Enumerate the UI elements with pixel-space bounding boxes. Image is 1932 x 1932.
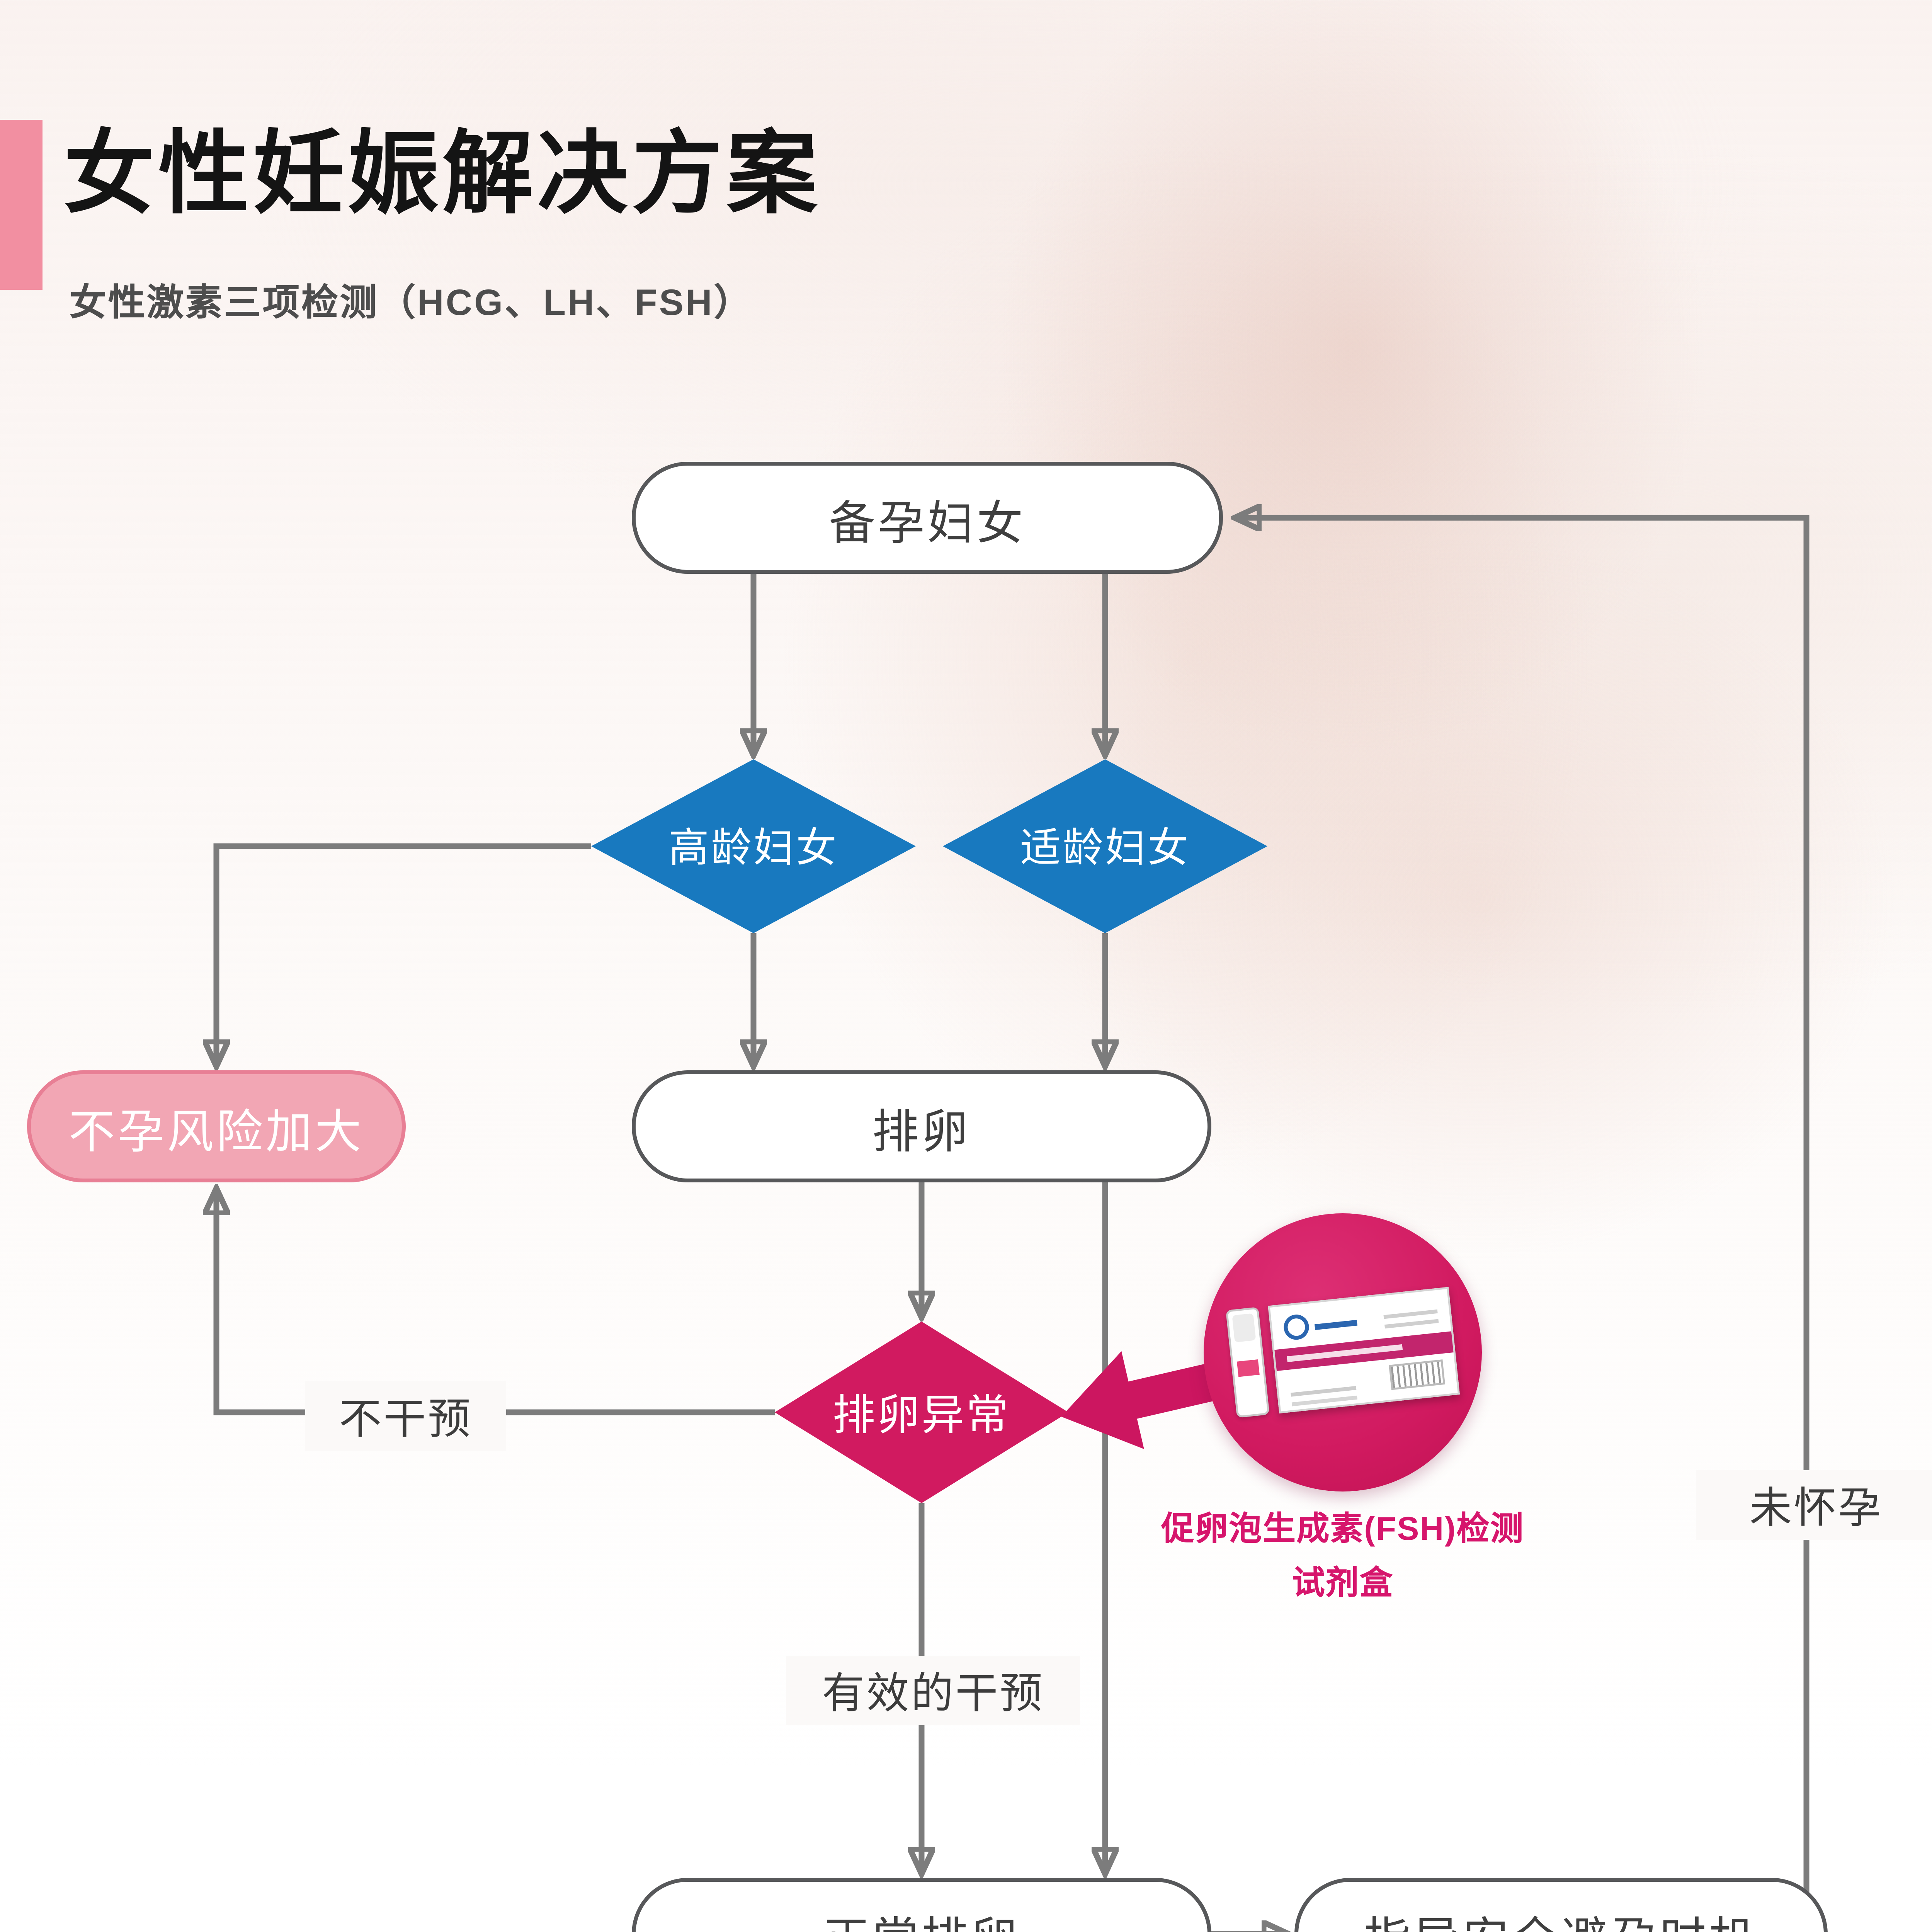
label-effective-intervention: 有效的干预 <box>786 1656 1080 1725</box>
node-guide-contraception: 指导安全避孕时机 <box>1294 1878 1828 1932</box>
fsh-label-line1: 促卵泡生成素(FSH)检测 <box>1161 1511 1524 1548</box>
fsh-kit-graphic <box>1225 1287 1460 1418</box>
box-footnote-lines <box>1291 1386 1357 1397</box>
page-title: 女性妊娠解决方案 <box>64 122 821 224</box>
fsh-product-label: 促卵泡生成素(FSH)检测 试剂盒 <box>1063 1503 1623 1611</box>
stick-band <box>1236 1359 1260 1377</box>
title-accent-bar <box>0 120 43 290</box>
label-not-pregnant: 未怀孕 <box>1696 1470 1932 1540</box>
test-stick-icon <box>1225 1307 1270 1418</box>
edge-abnormal-to-risk <box>216 1190 775 1415</box>
box-text-lines <box>1383 1304 1439 1334</box>
fsh-label-line2: 试剂盒 <box>1292 1565 1394 1602</box>
reagent-box-icon <box>1268 1287 1460 1414</box>
label-no-intervention: 不干预 <box>305 1381 506 1451</box>
node-ovulation: 排卵 <box>632 1070 1211 1182</box>
stick-cap <box>1232 1313 1256 1343</box>
barcode-icon <box>1389 1359 1446 1390</box>
node-infertility-risk: 不孕风险加大 <box>27 1070 406 1182</box>
edge-older-to-risk <box>216 843 591 1065</box>
fsh-product-circle <box>1204 1213 1482 1492</box>
node-prepare-women: 备孕妇女 <box>632 462 1223 574</box>
edge-diagnosis-to-prepare-feedback <box>1068 518 1810 1932</box>
node-normal-ovulation: 正常排卵 <box>632 1878 1211 1932</box>
brand-logo-icon <box>1282 1313 1310 1341</box>
page-subtitle: 女性激素三项检测（HCG、LH、FSH） <box>70 284 753 325</box>
